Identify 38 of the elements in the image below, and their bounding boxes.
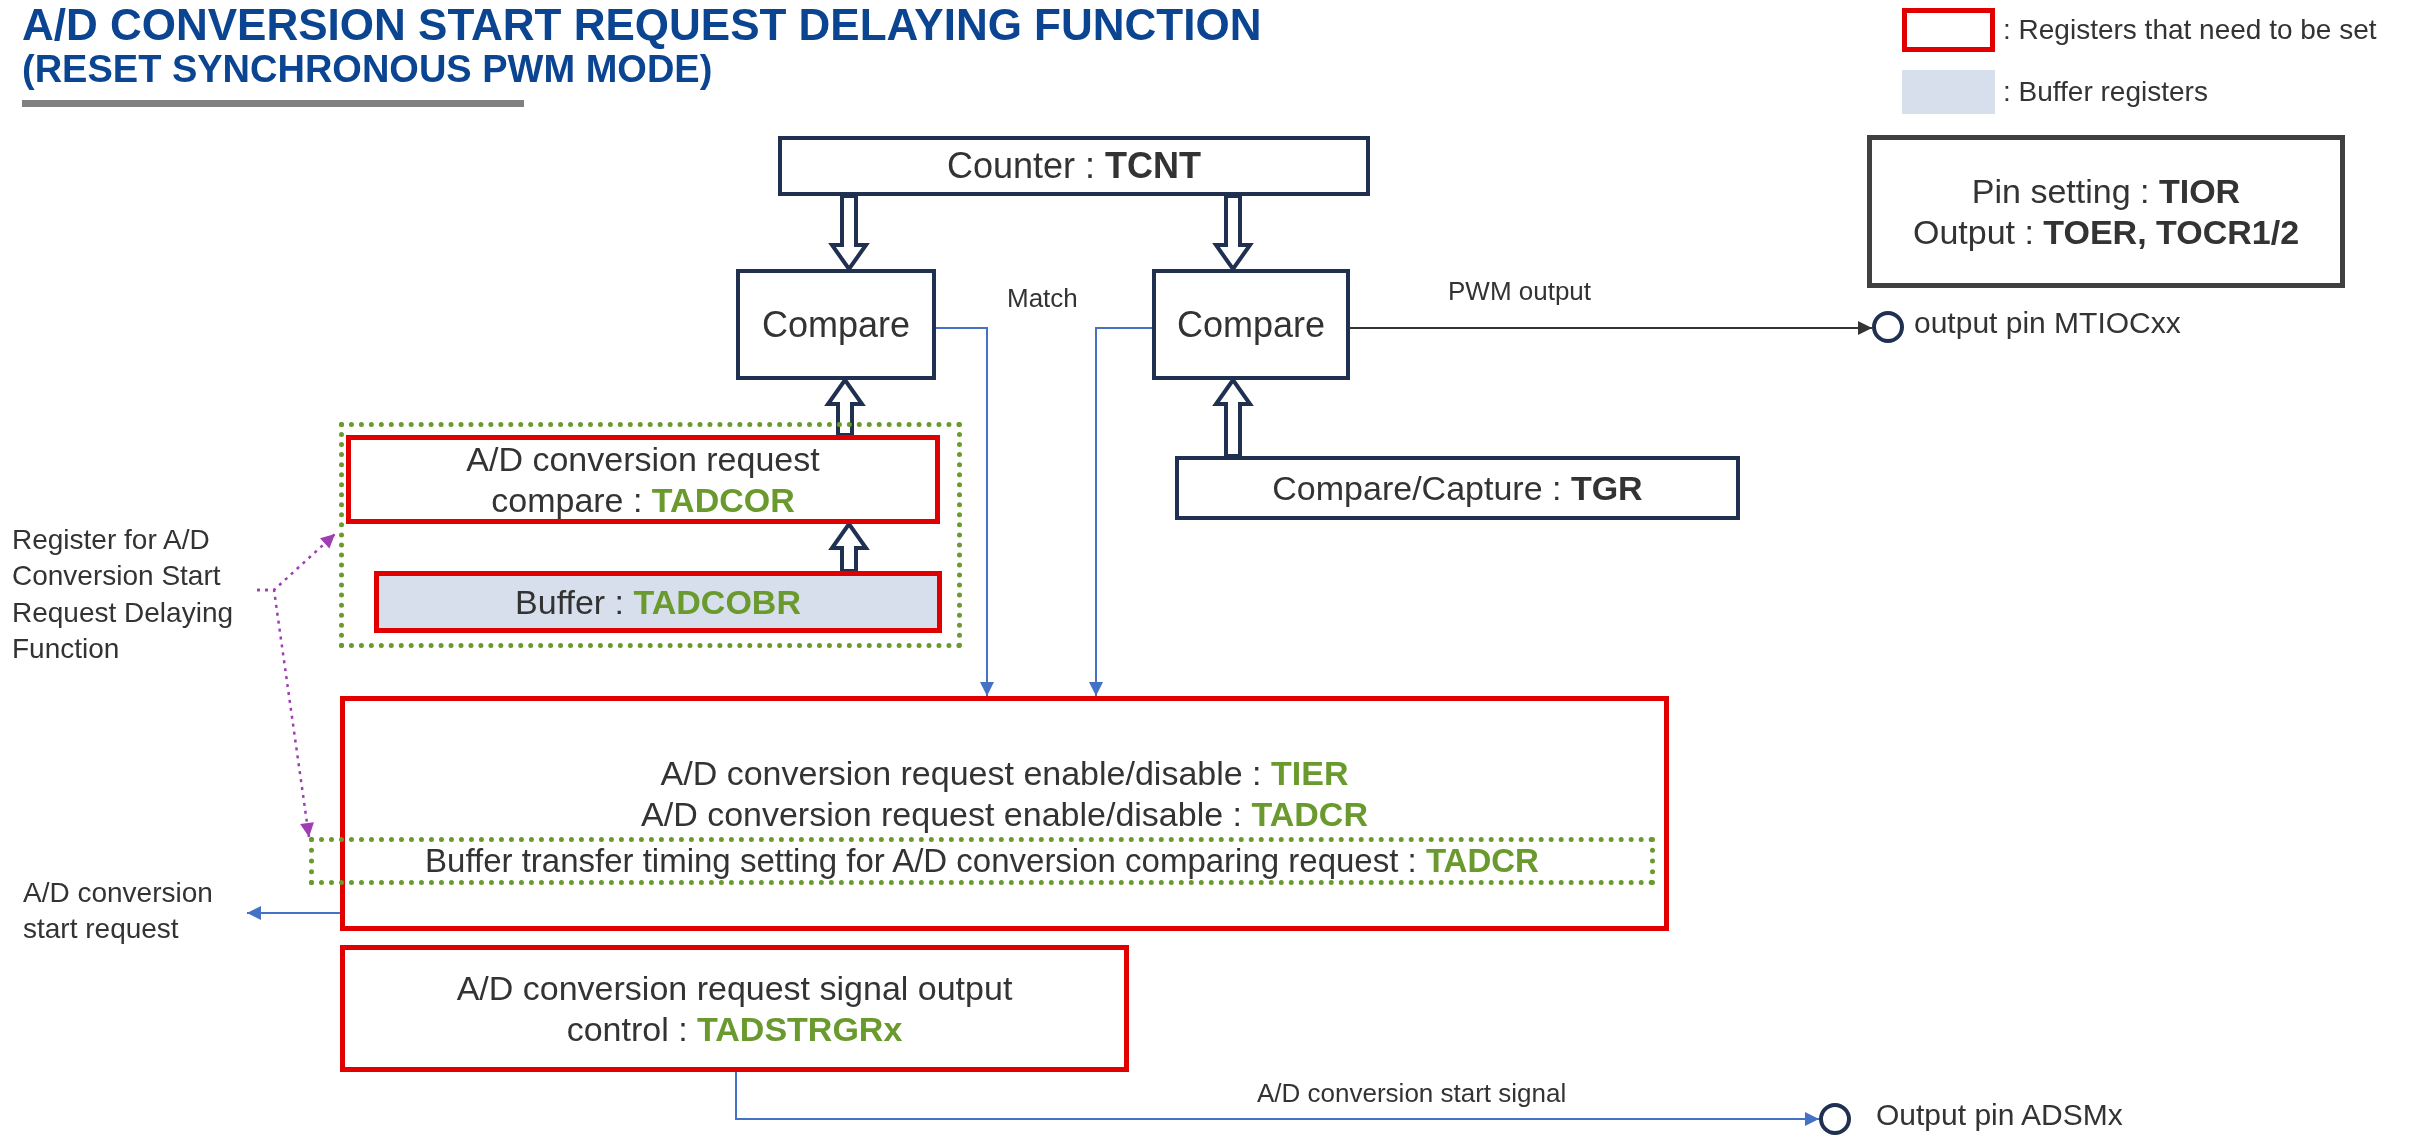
register-box — [346, 435, 940, 524]
pin-circle — [1872, 311, 1904, 343]
arrow — [1089, 327, 1153, 697]
register-label: Compare — [1176, 302, 1326, 347]
legend-label: : Registers that need to be set — [2003, 14, 2377, 46]
register-label: Buffer transfer timing setting for A/D conversion comparing request : TADCR — [425, 841, 1539, 881]
compare-box — [736, 269, 936, 380]
register-label: Pin setting : TIOR — [1971, 170, 2241, 212]
group-outline — [339, 422, 962, 648]
arrow — [1349, 321, 1873, 335]
legend-label: : Buffer registers — [2003, 76, 2208, 108]
register-label: Counter : TCNT — [946, 144, 1202, 188]
register-box — [778, 136, 1370, 196]
title: A/D CONVERSION START REQUEST DELAYING FUNCTION — [22, 0, 1262, 50]
subtitle: (RESET SYNCHRONOUS PWM MODE) — [22, 48, 713, 91]
register-label: A/D conversion request enable/disable : TIER — [660, 752, 1349, 794]
pin-circle — [1819, 1103, 1851, 1135]
register-box — [1175, 456, 1740, 520]
register-label: Compare/Capture : TGR — [1272, 467, 1643, 509]
register-label: Compare — [761, 302, 911, 347]
arrow — [735, 1071, 1820, 1126]
register-label: Output : TOER, TOCR1/2 — [1912, 211, 2300, 253]
compare-box — [1152, 269, 1350, 380]
register-label: A/D conversion request signal output control : TADSTRGRx — [455, 967, 1014, 1050]
register-label: A/D conversion request compare : TADCOR — [465, 438, 821, 521]
setting-box — [1867, 135, 2345, 288]
annotation-text: Register for A/D Conversion Start Request Delaying Function — [12, 522, 257, 662]
buffer-register-box — [374, 571, 942, 633]
leader-line — [257, 588, 314, 838]
register-box — [340, 945, 1129, 1072]
pin-label: Output pin ADSMx — [1876, 1098, 2123, 1132]
register-box — [340, 696, 1669, 931]
arrow — [935, 327, 994, 697]
arrow — [246, 906, 341, 920]
register-label: A/D conversion request enable/disable : TADCR — [641, 793, 1368, 835]
register-label: Buffer : TADCOBR — [515, 581, 801, 623]
pin-label: output pin MTIOCxx — [1914, 306, 2181, 340]
output-label: A/D conversion start request — [23, 875, 233, 945]
